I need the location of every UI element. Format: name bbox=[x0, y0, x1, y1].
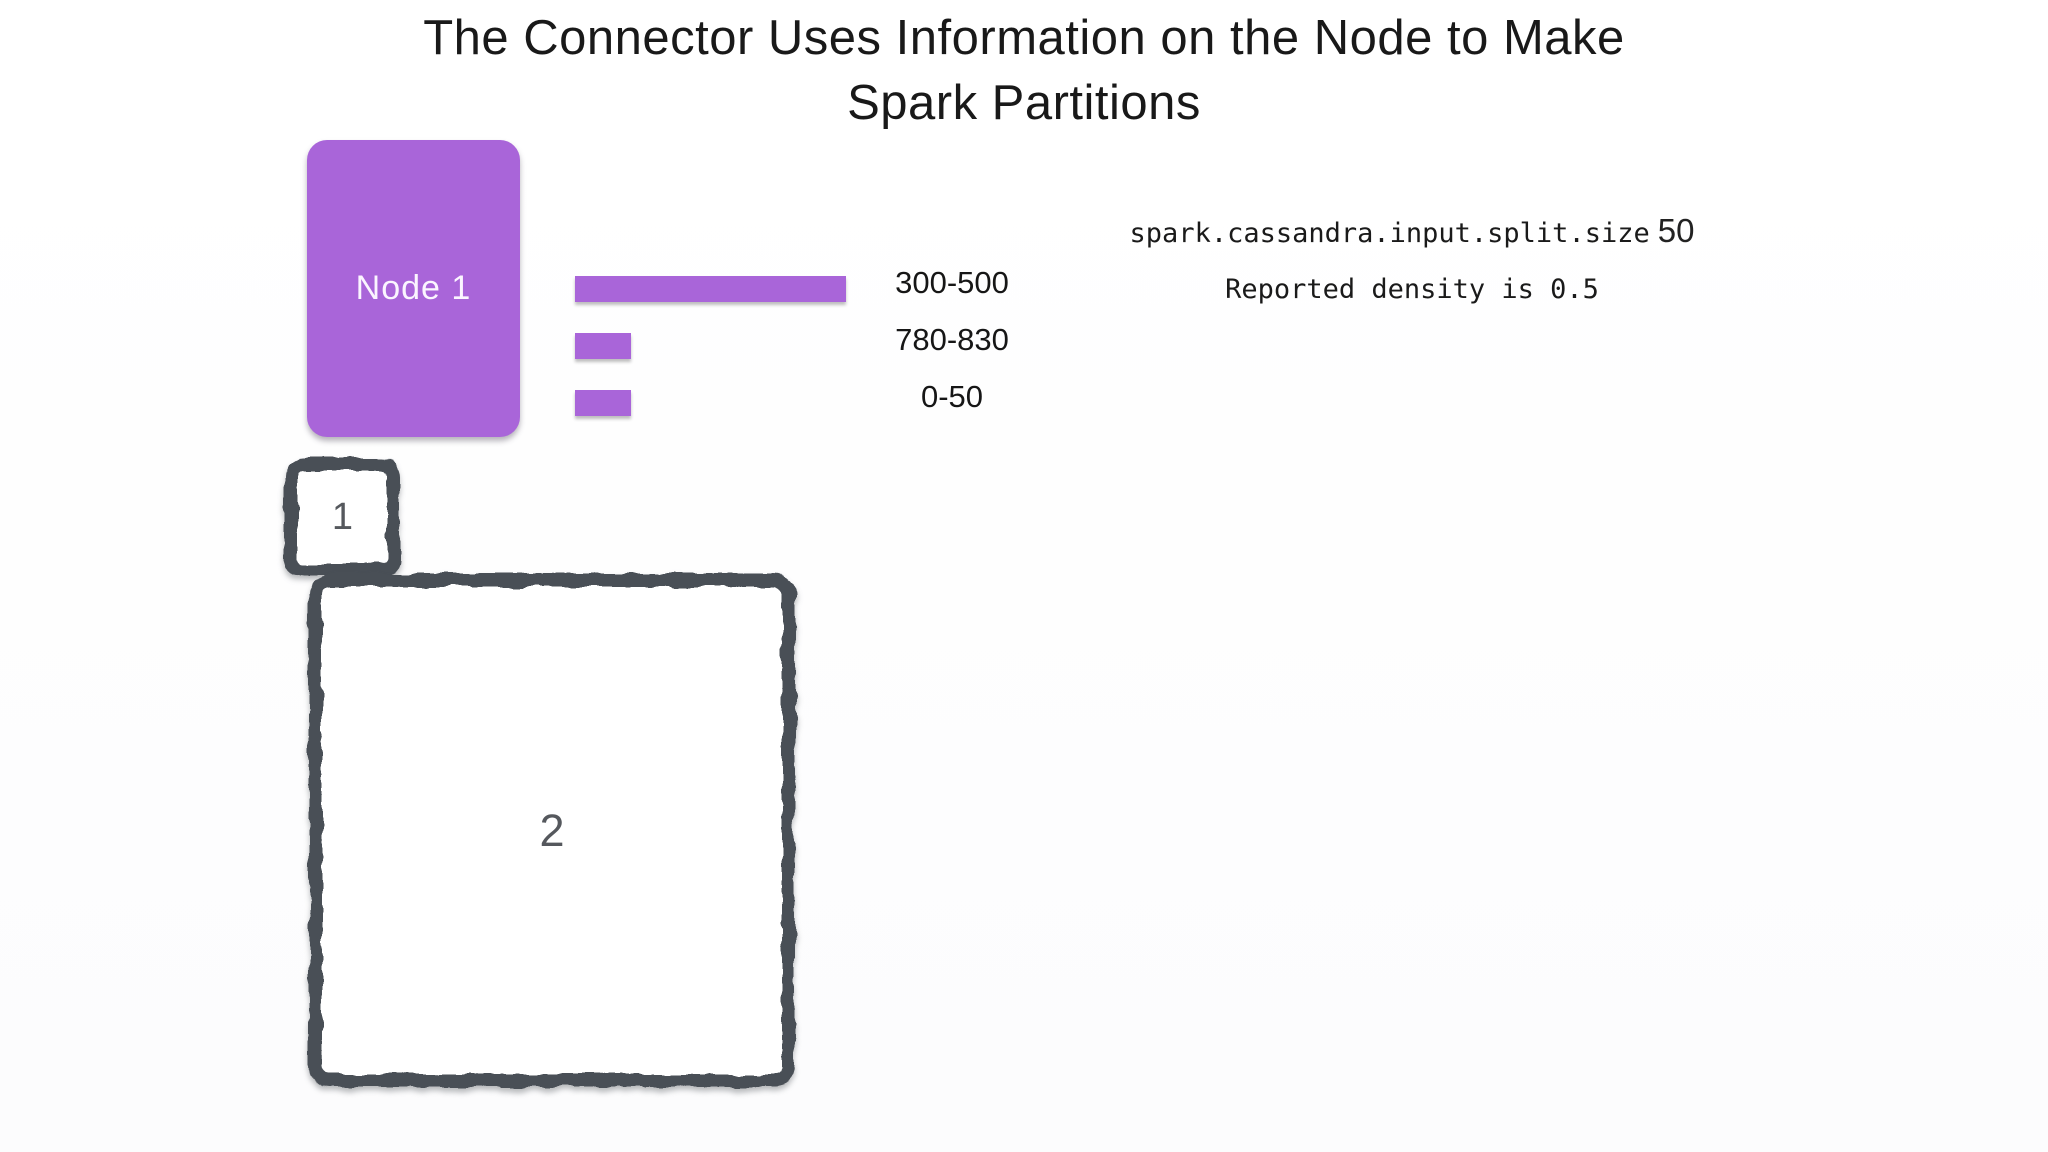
partition-2-number: 2 bbox=[539, 804, 565, 856]
token-range-bar-780-830 bbox=[575, 333, 631, 359]
density-note: Reported density is 0.5 bbox=[1225, 274, 1599, 305]
density-line: Reported density is 0.5 bbox=[1100, 274, 1724, 305]
partition-1-square bbox=[285, 458, 400, 577]
token-range-bar-0-50 bbox=[575, 390, 631, 416]
partition-2-square bbox=[309, 574, 795, 1087]
split-size-key: spark.cassandra.input.split.size bbox=[1129, 218, 1650, 249]
partition-2-border bbox=[309, 574, 795, 1087]
partition-1-number: 1 bbox=[331, 496, 354, 538]
token-range-label-0-50: 0-50 bbox=[920, 379, 984, 414]
node-1-label: Node 1 bbox=[355, 269, 472, 307]
partition-1-border bbox=[285, 458, 400, 577]
token-range-label-300-500: 300-500 bbox=[895, 265, 1009, 300]
slide-title: The Connector Uses Information on the No… bbox=[423, 11, 1625, 130]
token-range-label-780-830: 780-830 bbox=[895, 322, 1009, 357]
node-1-box: Node 1 bbox=[307, 140, 520, 437]
token-range-bar-300-500 bbox=[575, 276, 846, 302]
split-size-value: 50 bbox=[1657, 212, 1695, 249]
